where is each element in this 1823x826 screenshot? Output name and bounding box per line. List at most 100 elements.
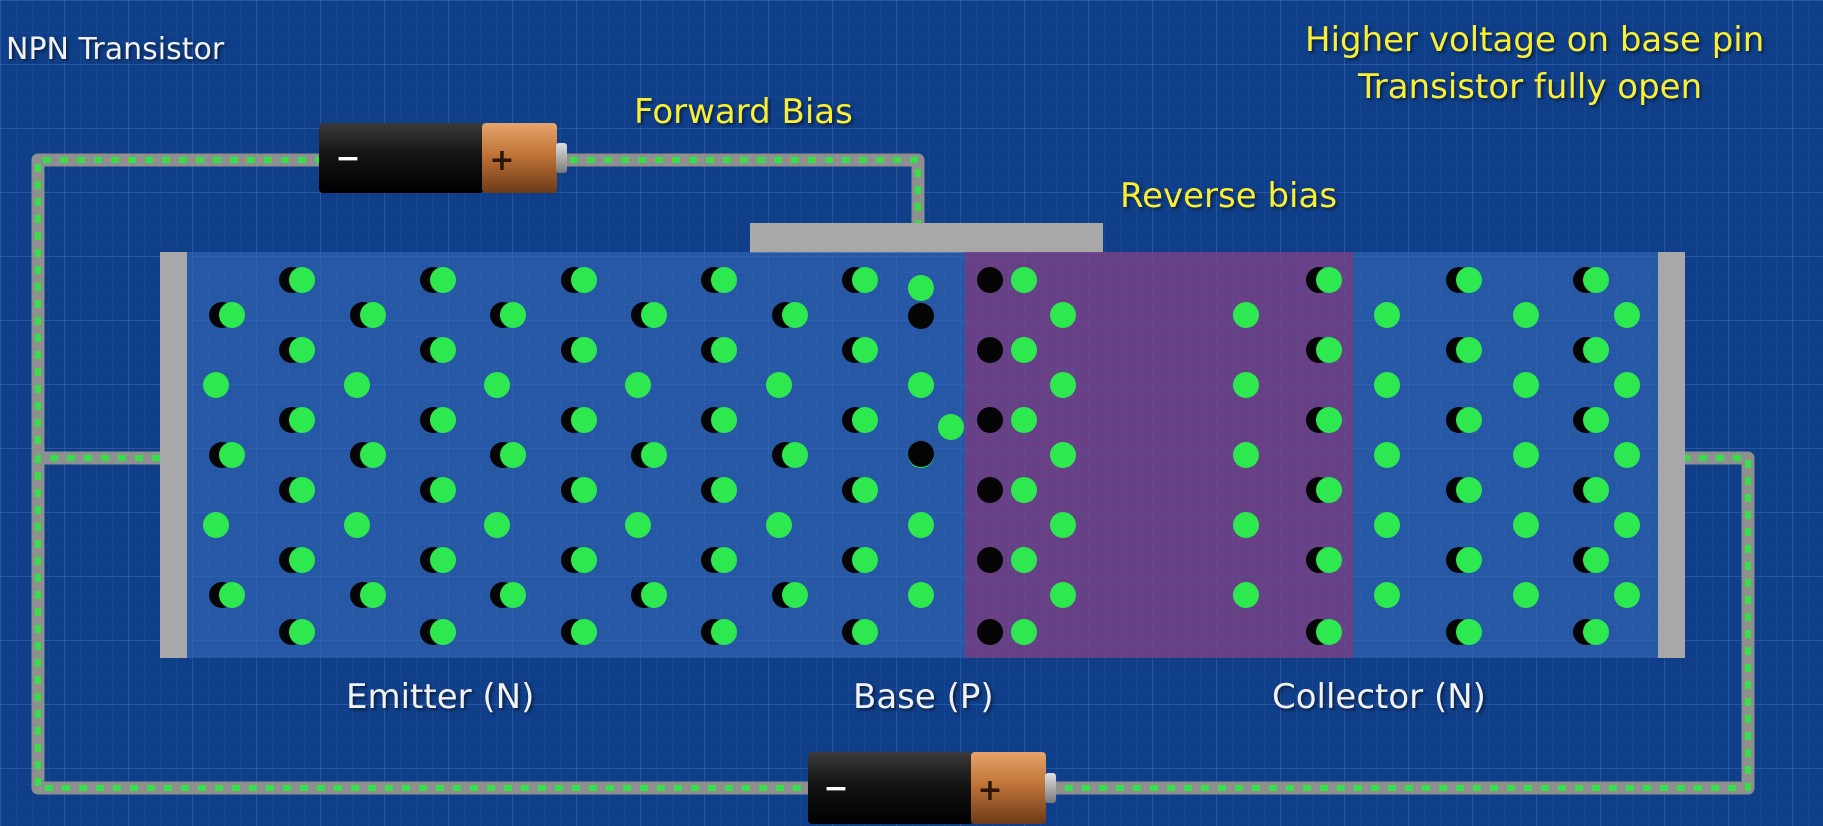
electron	[219, 442, 245, 468]
bottom-battery-positive-sign: +	[977, 773, 1002, 808]
hole	[977, 337, 1003, 363]
electron	[1456, 477, 1482, 503]
electron	[484, 372, 510, 398]
electron	[289, 267, 315, 293]
electron	[571, 619, 597, 645]
electron	[1050, 442, 1076, 468]
electron	[766, 512, 792, 538]
hole	[908, 441, 934, 467]
electron	[1011, 619, 1037, 645]
electron	[852, 267, 878, 293]
collector-label: Collector (N)	[1272, 677, 1486, 717]
electron	[1614, 582, 1640, 608]
electron	[1233, 372, 1259, 398]
electron	[1050, 582, 1076, 608]
electron	[571, 407, 597, 433]
electron	[1374, 512, 1400, 538]
hole	[977, 477, 1003, 503]
electron	[782, 582, 808, 608]
electron	[938, 414, 964, 440]
electron	[908, 582, 934, 608]
electron	[1583, 337, 1609, 363]
electron	[852, 477, 878, 503]
electron	[1374, 372, 1400, 398]
electron	[1233, 302, 1259, 328]
electron	[500, 442, 526, 468]
electron	[344, 512, 370, 538]
note-line-2: Transistor fully open	[1358, 67, 1703, 107]
electron	[1614, 442, 1640, 468]
electron	[711, 407, 737, 433]
electron	[1583, 619, 1609, 645]
electron	[430, 619, 456, 645]
reverse-bias-label: Reverse bias	[1120, 176, 1338, 216]
electron	[430, 547, 456, 573]
electron	[1456, 267, 1482, 293]
emitter-terminal	[160, 252, 187, 658]
electron	[625, 512, 651, 538]
electron	[1374, 582, 1400, 608]
electron	[360, 302, 386, 328]
electron	[1583, 547, 1609, 573]
electron	[1374, 442, 1400, 468]
electron	[711, 477, 737, 503]
electron	[1583, 267, 1609, 293]
electron	[289, 407, 315, 433]
electron	[1011, 407, 1037, 433]
hole	[977, 619, 1003, 645]
electron	[430, 407, 456, 433]
electron	[1583, 477, 1609, 503]
hole	[908, 303, 934, 329]
electron	[1050, 302, 1076, 328]
electron	[571, 547, 597, 573]
electron	[1316, 619, 1342, 645]
electron	[1374, 302, 1400, 328]
bottom-battery-negative-sign: −	[823, 771, 848, 806]
electron	[711, 619, 737, 645]
note-line-1: Higher voltage on base pin	[1305, 20, 1765, 60]
electron	[1316, 477, 1342, 503]
electron	[1233, 442, 1259, 468]
electron	[500, 582, 526, 608]
electron	[711, 337, 737, 363]
electron	[641, 302, 667, 328]
electron	[852, 337, 878, 363]
hole	[977, 547, 1003, 573]
electron	[1513, 302, 1539, 328]
electron	[908, 372, 934, 398]
electron	[430, 337, 456, 363]
charge-carriers	[203, 267, 1640, 645]
electron	[1233, 582, 1259, 608]
diagram-title: NPN Transistor	[6, 32, 225, 67]
electron	[360, 442, 386, 468]
electron	[1513, 442, 1539, 468]
electron	[1050, 512, 1076, 538]
electron	[571, 267, 597, 293]
collector-terminal	[1658, 252, 1685, 658]
electron	[782, 442, 808, 468]
electron	[625, 372, 651, 398]
electron	[1456, 407, 1482, 433]
electron	[289, 619, 315, 645]
top-battery-negative-sign: −	[335, 141, 360, 176]
electron	[289, 477, 315, 503]
electron	[1011, 547, 1037, 573]
forward-bias-label: Forward Bias	[634, 92, 853, 132]
electron	[1513, 372, 1539, 398]
electron	[344, 372, 370, 398]
electron	[1316, 547, 1342, 573]
electron	[430, 477, 456, 503]
electron	[430, 267, 456, 293]
electron	[1583, 407, 1609, 433]
electron	[641, 582, 667, 608]
electron	[782, 302, 808, 328]
electron	[203, 512, 229, 538]
electron	[571, 337, 597, 363]
electron	[1316, 337, 1342, 363]
electron	[1513, 582, 1539, 608]
electron	[484, 512, 510, 538]
electron	[219, 302, 245, 328]
top-battery: − +	[319, 123, 567, 193]
electron	[360, 582, 386, 608]
